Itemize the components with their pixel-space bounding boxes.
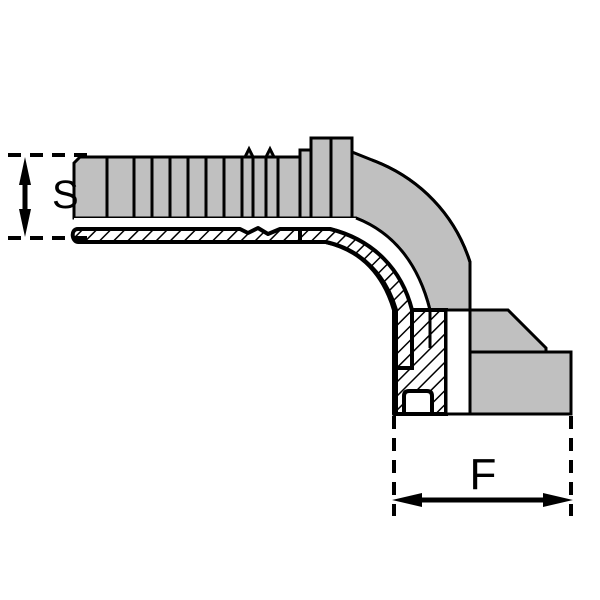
dimension-S: S [8,153,96,240]
bend-outer-edges [355,158,472,348]
upper-body-outline [72,136,573,416]
flange-head-section [394,308,472,416]
s-arrowhead-down [19,209,31,237]
dimension-label-F: F [470,450,497,499]
f-arrowhead-right [543,493,573,507]
section-hatched-wall [70,226,412,416]
dimension-F: F [392,416,573,516]
bend-wall-hatched [298,227,414,370]
flange-bore-white [444,308,472,416]
f-arrowhead-left [392,493,422,507]
barb-serration-lines [72,138,354,218]
o-ring-groove [402,389,434,416]
fitting-body-group [72,136,573,416]
ferrule-groove-notch [242,145,277,159]
bend-wall-group [298,227,414,370]
s-arrowhead-up [19,157,31,185]
dimension-label-S: S [52,173,79,217]
